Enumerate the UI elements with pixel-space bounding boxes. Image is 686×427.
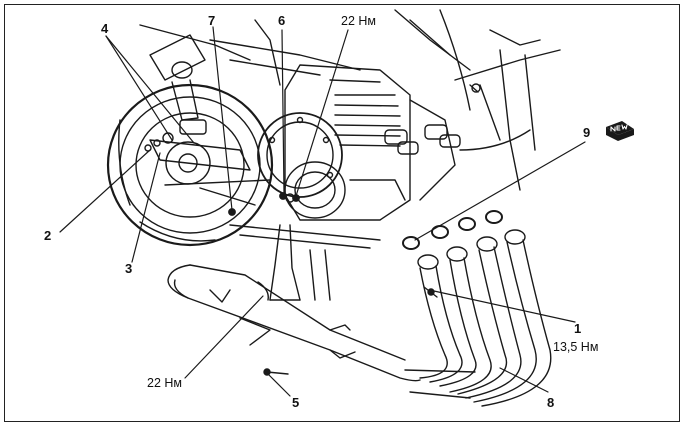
carburetors xyxy=(384,83,481,155)
callout-3: 3 xyxy=(125,261,133,276)
torque-bolt-1: 13,5 Нм xyxy=(553,340,599,354)
callout-6: 6 xyxy=(278,13,286,28)
exhaust-headers xyxy=(404,229,552,407)
callout-9: 9 xyxy=(583,125,591,140)
muffler xyxy=(167,264,421,382)
callout-5: 5 xyxy=(292,395,300,410)
diagram-frame xyxy=(4,4,680,422)
center-stand xyxy=(229,224,381,301)
exhaust-gaskets xyxy=(402,210,503,250)
callout-1: 1 xyxy=(574,321,582,336)
bolt-1 xyxy=(423,286,438,298)
callout-4: 4 xyxy=(101,21,109,36)
new-part-icon xyxy=(606,121,634,141)
callout-2: 2 xyxy=(44,228,52,243)
engine-block xyxy=(284,64,456,221)
frame-tubes xyxy=(209,9,561,191)
callout-8: 8 xyxy=(547,395,555,410)
bolt-5 xyxy=(263,368,289,376)
rear-shock-and-swingarm xyxy=(139,24,271,206)
leader-lines xyxy=(59,26,586,397)
callout-7: 7 xyxy=(208,13,216,28)
engine-side-covers xyxy=(257,112,346,219)
torque-bottom-left: 22 Нм xyxy=(147,376,182,390)
torque-top: 22 Нм xyxy=(341,14,376,28)
